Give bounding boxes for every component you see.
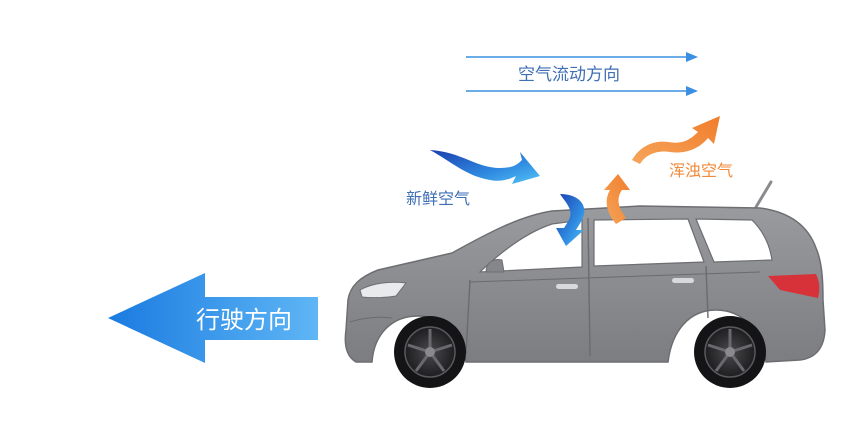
rear-wheel (694, 316, 766, 388)
fresh-air-label: 新鲜空气 (406, 189, 470, 208)
door-line (587, 217, 591, 357)
arrowhead-icon (686, 52, 698, 62)
middle-window (593, 218, 705, 267)
headlight (359, 281, 407, 299)
rear-window (695, 218, 773, 263)
door-line (465, 279, 471, 355)
driving-direction-arrow: 行驶方向 (108, 273, 318, 363)
left-arrow-icon (108, 273, 318, 363)
airflow-direction-label: 空气流动方向 (518, 65, 620, 85)
stale-air-wave-arrow-icon (632, 116, 720, 164)
fresh-air-down-arrow-icon (556, 194, 585, 246)
door-line (705, 265, 709, 319)
driving-direction-label: 行驶方向 (196, 306, 292, 334)
stale-air-flow: 浑浊空气 (604, 116, 733, 224)
front-wheel (394, 316, 466, 388)
front-bumper-line (349, 316, 393, 323)
airflow-direction-indicator: 空气流动方向 (466, 52, 698, 96)
fresh-air-wave-arrow-icon (430, 150, 540, 184)
tail-light (768, 274, 820, 298)
side-mirror (485, 259, 505, 273)
door-handle (672, 278, 694, 283)
stale-air-up-arrow-icon (604, 174, 630, 224)
stale-air-label: 浑浊空气 (669, 161, 733, 180)
arrowhead-icon (686, 86, 698, 96)
antenna (754, 180, 773, 209)
car (344, 180, 826, 388)
door-handle (556, 284, 578, 289)
car-body (344, 205, 826, 363)
belt-line (469, 271, 761, 283)
fresh-air-flow: 新鲜空气 (406, 150, 585, 246)
